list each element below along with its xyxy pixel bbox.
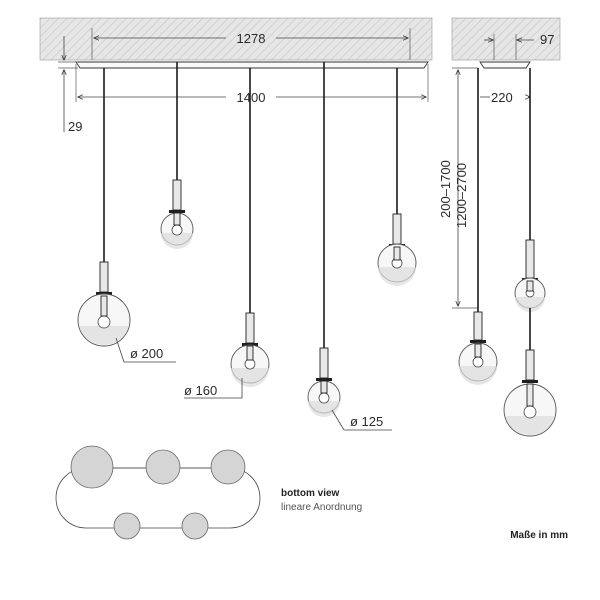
label-canopy-height: 29 [68, 119, 82, 134]
dimension-1400: 1400 [75, 64, 429, 105]
globe-bottom-4 [113, 512, 141, 540]
globe-bottom-5 [181, 512, 209, 540]
ceiling-side [451, 17, 561, 61]
canopy-outline-bottom [55, 467, 261, 529]
dimension-29: 29 [58, 36, 82, 134]
front-view: 1278 1400 29 [39, 17, 433, 431]
side-view: 97 220 200–1700 1200–2700 [438, 17, 561, 437]
dimension-97: 97 [484, 32, 554, 60]
globe-bottom-1 [70, 445, 114, 489]
canopy-front [75, 61, 429, 69]
callout-diameter-125: ø 125 [331, 409, 392, 431]
globe-bottom-3 [210, 449, 246, 485]
canopy-side [479, 61, 531, 69]
label-diameter-large: ø 200 [130, 346, 163, 361]
label-canopy-depth: 97 [540, 32, 554, 47]
dimension-1278: 1278 [91, 28, 411, 60]
label-canopy-length: 1400 [237, 90, 266, 105]
label-diameter-medium: ø 160 [184, 383, 217, 398]
label-cable-length-short: 200–1700 [438, 160, 453, 218]
pendant-large-front [77, 68, 131, 347]
callout-diameter-160: ø 160 [184, 378, 243, 399]
pendant-small-lower-front [307, 62, 341, 417]
pendant-medium-front [230, 68, 270, 387]
units-note: Maße in mm [510, 530, 568, 541]
label-pendant-offset: 220 [491, 90, 513, 105]
label-canopy-hole-spacing: 1278 [237, 31, 266, 46]
bottom-view: bottom view lineare Anordnung [55, 445, 362, 540]
pendant-medium-right-front [377, 68, 417, 286]
pendant-small-upper-front [160, 62, 194, 249]
bottom-view-title: bottom view [281, 488, 340, 499]
dimension-cable-length: 200–1700 1200–2700 [438, 67, 478, 309]
label-cable-length-long: 1200–2700 [454, 163, 469, 228]
pendant-b-side [514, 68, 546, 312]
globe-bottom-2 [145, 449, 181, 485]
pendant-a-side [458, 68, 498, 385]
pendant-c-side [503, 308, 557, 437]
dimension-220: 220 [480, 90, 530, 105]
callout-diameter-200: ø 200 [115, 337, 176, 363]
label-diameter-small: ø 125 [350, 414, 383, 429]
bottom-view-subtitle: lineare Anordnung [281, 502, 362, 513]
ceiling-front [39, 17, 433, 61]
